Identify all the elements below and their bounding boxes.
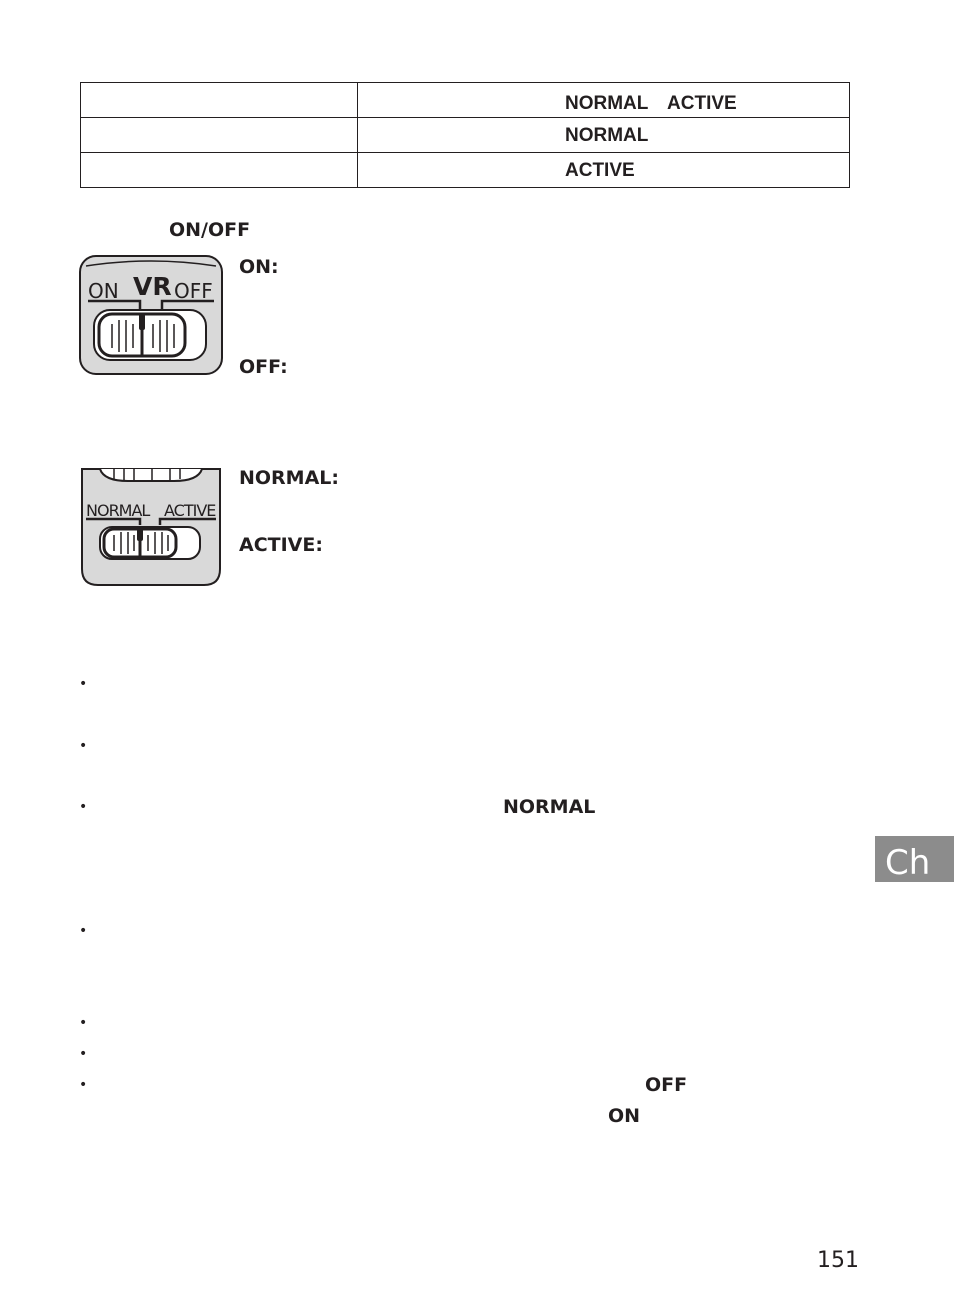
bullet-normal-term: NORMAL xyxy=(503,796,596,818)
vr-on-label: ON: xyxy=(239,256,279,278)
table-cell xyxy=(80,82,358,118)
switch-active-label: ACTIVE xyxy=(164,501,216,520)
bullet-marker: • xyxy=(79,738,88,754)
mode-normal-label: NORMAL: xyxy=(239,467,340,489)
switch-normal-label: NORMAL xyxy=(86,501,150,520)
switch-on-label: ON xyxy=(88,279,119,303)
language-tab: Ch xyxy=(875,836,954,883)
table-row: ACTIVE xyxy=(80,152,850,188)
vr-heading: ON/OFF xyxy=(169,219,251,241)
vr-off-label: OFF: xyxy=(239,356,288,378)
bullet-on-term: ON xyxy=(608,1105,641,1127)
vr-switch-illustration: ON VR OFF xyxy=(79,255,223,375)
table-cell: NORMAL xyxy=(357,117,850,153)
table-cell: NORMAL ACTIVE xyxy=(357,82,850,118)
table-cell xyxy=(80,117,358,153)
bullet-marker: • xyxy=(79,1077,88,1093)
mode-table: NORMAL ACTIVE NORMAL ACTIVE xyxy=(80,82,850,188)
table-cell-text: ACTIVE xyxy=(565,160,635,181)
table-cell: ACTIVE xyxy=(357,152,850,188)
table-row: NORMAL ACTIVE xyxy=(80,82,850,118)
page-number: 151 xyxy=(817,1248,859,1273)
table-cell xyxy=(80,152,358,188)
mode-active-label: ACTIVE: xyxy=(239,534,323,556)
bullet-marker: • xyxy=(79,1015,88,1031)
switch-vr-label: VR xyxy=(133,272,172,301)
mode-switch-illustration: NORMAL ACTIVE xyxy=(81,468,221,586)
table-cell-text: NORMAL ACTIVE xyxy=(565,92,737,114)
bullet-marker: • xyxy=(79,1046,88,1062)
table-cell-text: NORMAL xyxy=(565,125,649,146)
switch-off-label: OFF xyxy=(174,279,213,303)
table-row: NORMAL xyxy=(80,117,850,153)
bullet-marker: • xyxy=(79,923,88,939)
bullet-marker: • xyxy=(79,799,88,815)
bullet-marker: • xyxy=(79,676,88,692)
bullet-off-term: OFF xyxy=(645,1074,688,1096)
